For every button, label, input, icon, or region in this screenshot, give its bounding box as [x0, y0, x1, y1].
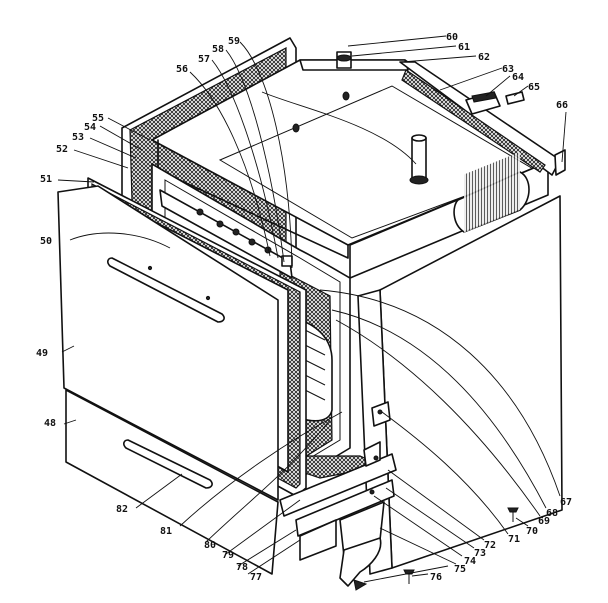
callout-62: 62 — [478, 52, 490, 63]
callout-74: 74 — [464, 556, 476, 567]
callout-60: 60 — [446, 32, 458, 43]
callout-57: 57 — [198, 54, 210, 65]
callout-66: 66 — [556, 100, 568, 111]
callout-53: 53 — [72, 132, 84, 143]
callout-80: 80 — [204, 540, 216, 551]
callout-64: 64 — [512, 72, 524, 83]
callout-48: 48 — [44, 418, 56, 429]
callout-58: 58 — [212, 44, 224, 55]
callout-77: 77 — [250, 572, 262, 583]
callout-63: 63 — [502, 64, 514, 75]
callout-55: 55 — [92, 113, 104, 124]
callout-70: 70 — [526, 526, 538, 537]
callout-56: 56 — [176, 64, 188, 75]
callout-54: 54 — [84, 122, 96, 133]
callout-52: 52 — [56, 144, 68, 155]
callout-69: 69 — [538, 516, 550, 527]
callout-labels: 49 48 50 51 52 53 54 55 56 57 58 59 60 6… — [36, 32, 572, 583]
callout-50: 50 — [40, 236, 52, 247]
callout-76: 76 — [430, 572, 442, 583]
tub-body — [151, 51, 561, 279]
callout-82: 82 — [116, 504, 128, 515]
callout-61: 61 — [458, 42, 470, 53]
callout-49: 49 — [36, 348, 48, 359]
control-panel — [159, 189, 293, 279]
callout-67: 67 — [560, 497, 572, 508]
callout-65: 65 — [528, 82, 540, 93]
toe-kick-panel — [65, 389, 279, 575]
callout-75: 75 — [454, 564, 466, 575]
door-outer-panel — [57, 185, 279, 501]
leader-lines — [57, 35, 567, 583]
callout-72: 72 — [484, 540, 496, 551]
callout-68: 68 — [546, 508, 558, 519]
callout-79: 79 — [222, 550, 234, 561]
callout-59: 59 — [228, 36, 240, 47]
callout-51: 51 — [40, 174, 52, 185]
callout-81: 81 — [160, 526, 172, 537]
callout-78: 78 — [236, 562, 248, 573]
callout-71: 71 — [508, 534, 520, 545]
hinge-bracket-assembly — [279, 401, 519, 591]
callout-73: 73 — [474, 548, 486, 559]
